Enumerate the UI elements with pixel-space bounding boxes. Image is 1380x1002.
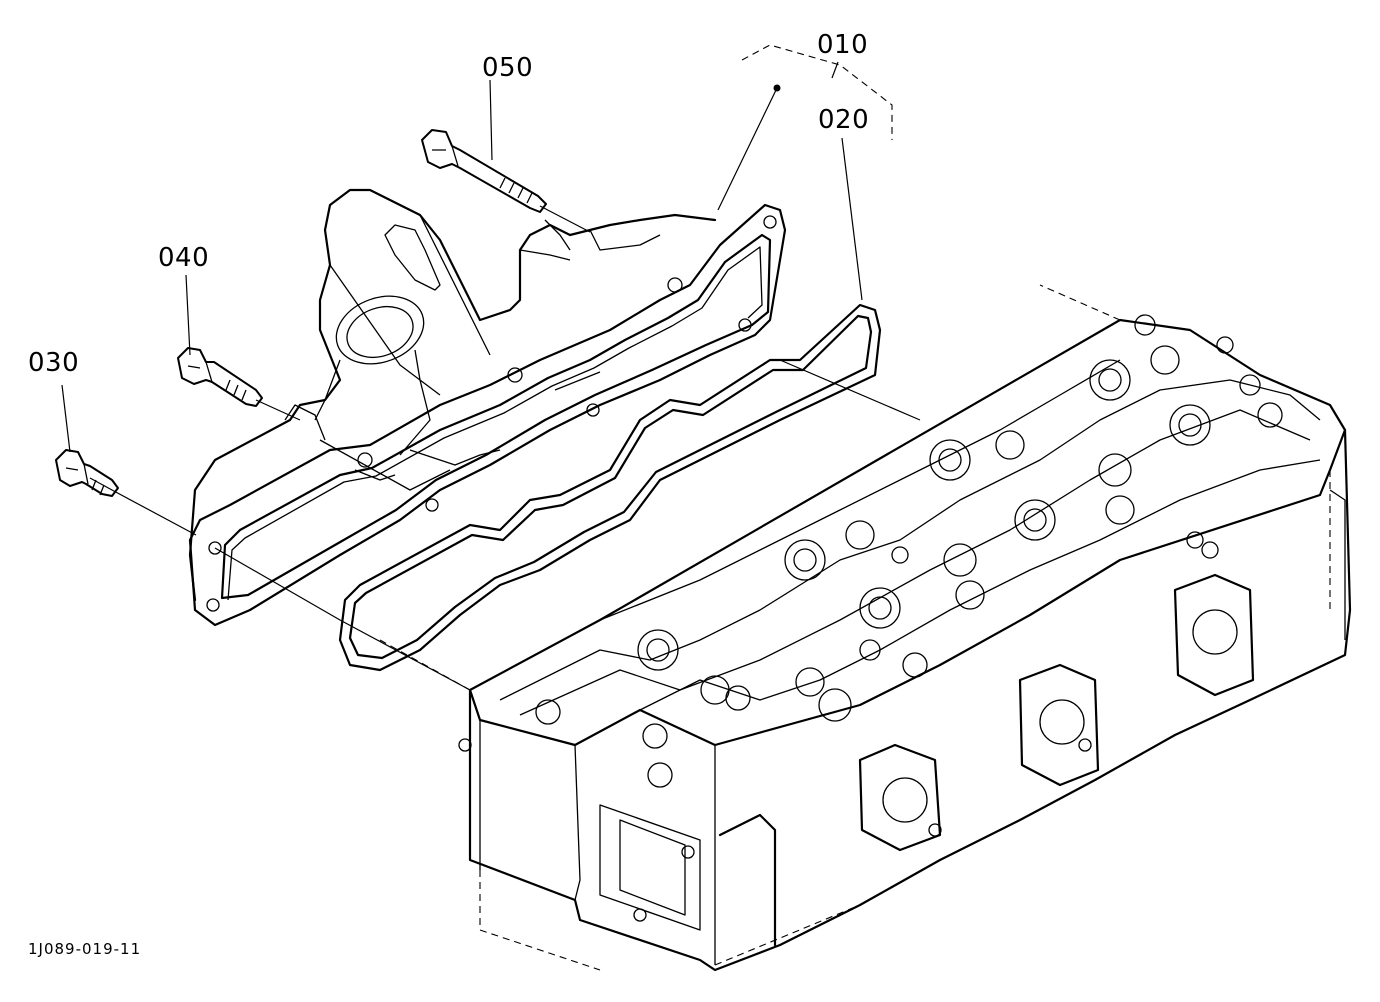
thermostat-housing-010 <box>188 188 787 627</box>
callout-050: 050 <box>482 53 534 83</box>
bolt-040 <box>177 347 263 407</box>
gasket-020 <box>338 303 882 672</box>
bolt-050 <box>421 129 547 213</box>
callout-040: 040 <box>158 243 210 273</box>
callout-030: 030 <box>28 348 80 378</box>
leader-lines <box>61 44 921 691</box>
callout-020: 020 <box>818 105 870 135</box>
callout-010: 010 <box>817 30 869 60</box>
bolt-030 <box>55 449 119 497</box>
figure-id: 1J089-019-11 <box>28 940 142 958</box>
cylinder-head <box>379 284 1352 972</box>
